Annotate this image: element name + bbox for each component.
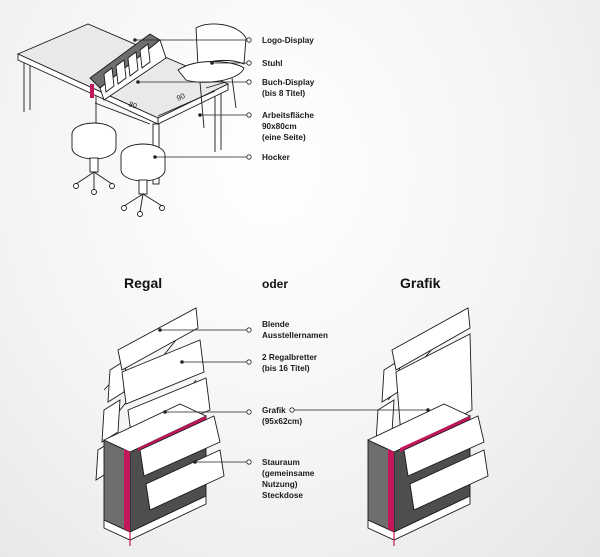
label-logo-display: Logo-Display: [262, 36, 314, 45]
label-arbeitsflaeche: Arbeitsfläche: [262, 111, 314, 120]
label-grafik: Grafik: [262, 406, 286, 415]
heading-regal: Regal: [124, 275, 162, 291]
chair: [177, 23, 247, 129]
width-dimension: 90: [175, 91, 186, 103]
label-regalbretter: 2 Regalbretter: [262, 353, 318, 362]
label-arbeitsflaeche-note: (eine Seite): [262, 133, 306, 142]
top-leader-lines: [133, 37, 252, 160]
label-stauraum: Stauraum: [262, 458, 300, 467]
stool-right: [120, 143, 166, 217]
depth-dimension: 80: [127, 99, 138, 110]
regal-illustration: [95, 307, 225, 546]
grafik-illustration: [366, 307, 489, 546]
label-blende: Blende: [262, 320, 290, 329]
label-buch-display-note: (bis 8 Titel): [262, 89, 305, 98]
label-regalbretter-note: (bis 16 Titel): [262, 364, 310, 373]
table-illustration: 80 90: [16, 23, 247, 217]
label-grafik-size: (95x62cm): [262, 417, 302, 426]
stool-left: [71, 122, 117, 195]
label-stuhl: Stuhl: [262, 59, 282, 68]
heading-grafik: Grafik: [400, 275, 441, 291]
shelf-leader-lines: [158, 327, 430, 465]
heading-oder: oder: [262, 277, 288, 291]
label-blende-note: Ausstellernamen: [262, 331, 328, 340]
label-hocker: Hocker: [262, 153, 291, 162]
label-steckdose: Steckdose: [262, 491, 303, 500]
book-display: [89, 33, 167, 101]
label-arbeitsflaeche-size: 90x80cm: [262, 122, 297, 131]
label-buch-display: Buch-Display: [262, 78, 315, 87]
label-stauraum-note-1: (gemeinsame: [262, 469, 315, 478]
label-stauraum-note-2: Nutzung): [262, 480, 298, 489]
